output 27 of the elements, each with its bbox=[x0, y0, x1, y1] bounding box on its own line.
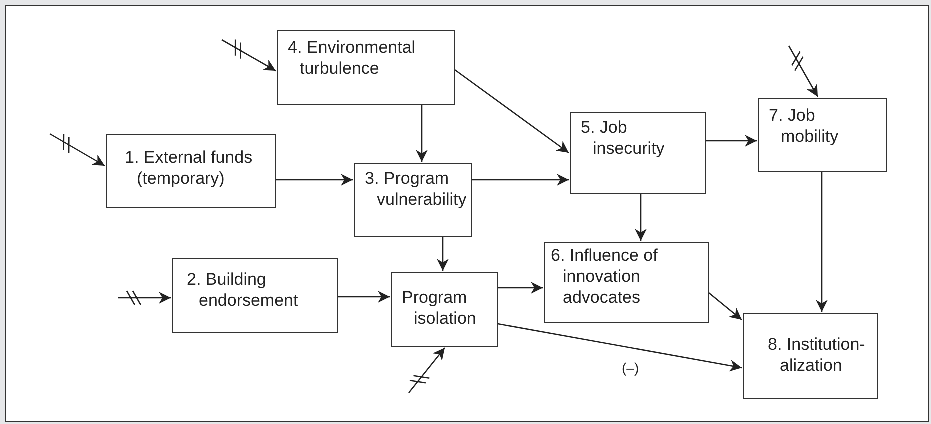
edge-label: (–) bbox=[620, 360, 642, 376]
factor-box: 3. Program vulnerability bbox=[354, 163, 472, 237]
factor-box: 8. Institution- alization bbox=[743, 313, 878, 399]
factor-box: Program isolation bbox=[391, 272, 498, 347]
arrow bbox=[498, 323, 742, 372]
input-arrow bbox=[788, 45, 819, 98]
input-arrow bbox=[49, 133, 106, 167]
arrow bbox=[708, 292, 742, 320]
factor-box: 7. Job mobility bbox=[758, 98, 887, 172]
arrow bbox=[276, 174, 353, 186]
input-arrow bbox=[221, 39, 277, 72]
arrow bbox=[416, 105, 428, 162]
arrow bbox=[338, 291, 390, 303]
factor-box: 5. Job insecurity bbox=[570, 112, 706, 194]
arrow bbox=[816, 172, 828, 312]
factor-box: 1. External funds (temporary) bbox=[106, 134, 276, 208]
arrow bbox=[635, 194, 647, 241]
arrow bbox=[454, 69, 570, 154]
factor-box: 6. Influence of innovation advocates bbox=[544, 242, 709, 323]
input-arrow bbox=[117, 290, 172, 306]
input-arrow bbox=[408, 347, 446, 394]
arrow bbox=[498, 282, 543, 294]
factor-box: 4. Environmental turbulence bbox=[277, 30, 455, 105]
arrow bbox=[472, 174, 569, 186]
arrow bbox=[437, 237, 449, 271]
arrow bbox=[706, 135, 757, 147]
factor-box: 2. Building endorsement bbox=[172, 258, 338, 333]
